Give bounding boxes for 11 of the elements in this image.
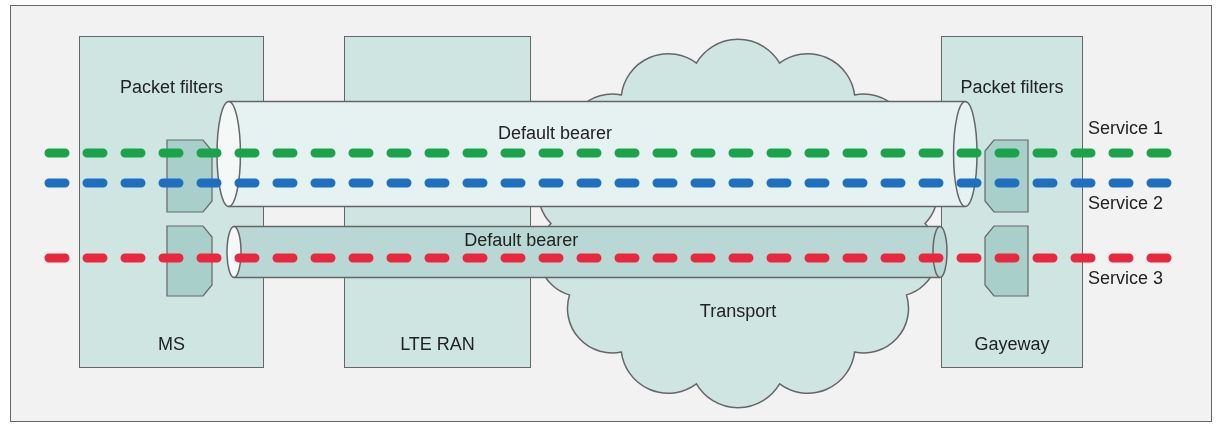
bearer-label: Default bearer	[464, 230, 579, 251]
filter-heading: Packet filters	[960, 77, 1064, 98]
service-label: Service 3	[1088, 268, 1164, 289]
service-label: Service 2	[1088, 193, 1164, 214]
element-label: Gayeway	[974, 334, 1050, 355]
cloud-label: Transport	[699, 301, 777, 322]
filter-heading: Packet filters	[120, 77, 223, 98]
element-label: LTE RAN	[400, 334, 475, 355]
service-label: Service 1	[1088, 118, 1164, 139]
bearer-label: Default bearer	[497, 123, 612, 144]
element-label: MS	[158, 334, 185, 355]
